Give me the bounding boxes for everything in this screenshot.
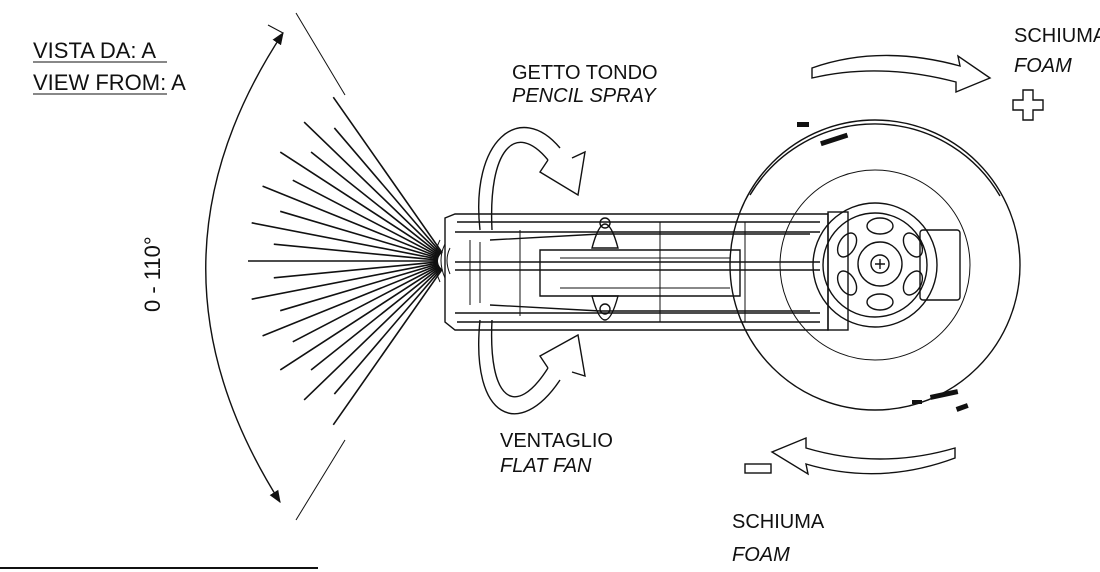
spray-ray — [251, 262, 439, 300]
foam-minus-rotation-arrow-icon — [770, 436, 956, 476]
spray-ray — [262, 185, 440, 258]
spray-ray — [303, 121, 442, 255]
hub-lobe — [866, 293, 894, 311]
minus-icon — [744, 463, 772, 474]
pencil-spray-rotation-arrow-icon — [478, 126, 586, 231]
foam-plus-label-en: FOAM — [1014, 55, 1072, 77]
spray-ray — [273, 261, 439, 279]
angle-dimension — [205, 12, 346, 521]
extension-line-top — [267, 24, 284, 34]
hub-lobe — [836, 270, 858, 296]
spray-ray — [292, 179, 440, 258]
spray-ray — [279, 210, 439, 259]
foam-plus-label-it: SCHIUMA — [1014, 25, 1100, 47]
adjust-knob-bottom — [591, 295, 619, 321]
rotary-head-lobes — [836, 217, 924, 311]
flat-fan-rotation-arrow-icon — [478, 319, 586, 415]
plus-icon — [1012, 89, 1044, 121]
flat-fan-label-en: FLAT FAN — [500, 455, 592, 477]
pencil-spray-label-en: PENCIL SPRAY — [512, 85, 657, 107]
extension-line-bottom-ray — [295, 439, 346, 521]
spray-ray — [279, 263, 439, 312]
adjust-knob-top — [591, 223, 619, 249]
spray-ray — [333, 127, 443, 254]
foam-plus-rotation-arrow-icon — [811, 54, 992, 94]
spray-ray — [262, 264, 440, 337]
spray-ray — [273, 243, 439, 261]
flat-fan-label-it: VENTAGLIO — [500, 430, 613, 452]
spray-ray — [310, 151, 441, 256]
angle-arc — [205, 31, 284, 504]
nozzle-tip-arcs — [434, 239, 451, 283]
view-label-it: VISTA DA: A — [33, 38, 156, 63]
spray-ray — [279, 151, 441, 257]
spray-ray — [332, 268, 443, 426]
foam-minus-label-it: SCHIUMA — [732, 511, 825, 533]
spray-ray — [279, 265, 441, 371]
spray-fan — [248, 96, 443, 426]
view-label-en: VIEW FROM: A — [33, 70, 186, 95]
hub-lobe — [902, 270, 924, 296]
angle-label: 0 - 110° — [140, 236, 165, 312]
spray-ray — [251, 222, 439, 260]
nozzle-body — [444, 213, 829, 331]
spray-ray — [333, 268, 443, 395]
hub-lobe — [836, 232, 858, 258]
extension-line-top-ray — [295, 12, 346, 96]
spray-ray — [332, 96, 443, 254]
spray-ray — [303, 267, 442, 401]
spray-ray — [292, 264, 440, 343]
pencil-spray-label-it: GETTO TONDO — [512, 62, 658, 84]
spray-ray — [310, 266, 441, 371]
rotary-head — [729, 119, 1021, 412]
foam-minus-label-en: FOAM — [732, 544, 790, 566]
hub-lobe — [866, 217, 894, 235]
hub-lobe — [902, 232, 924, 258]
